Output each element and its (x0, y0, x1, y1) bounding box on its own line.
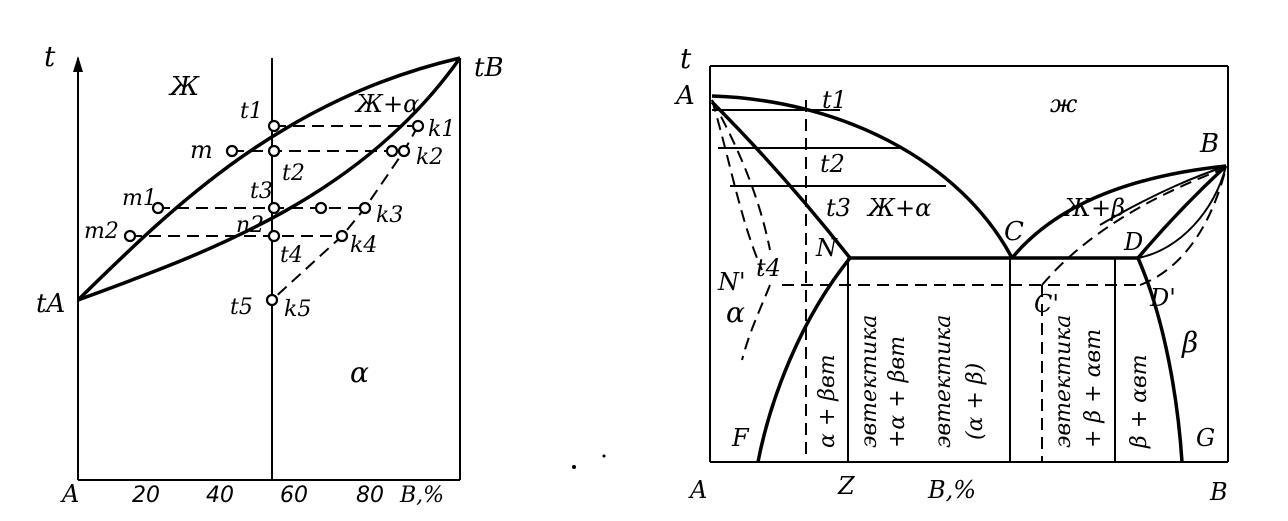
point-k2 (397, 144, 411, 158)
left-x-tick-A: A (60, 480, 79, 508)
point-m2 (123, 229, 137, 243)
point-k1 (411, 119, 425, 133)
right-dashed-nonequil-1 (711, 99, 771, 251)
right-x-tick-A: A (688, 476, 707, 504)
point-k3 (358, 201, 372, 215)
left-alpha-label: α (350, 356, 369, 389)
right-C-prime-label: C' (1034, 290, 1059, 318)
right-liquidus-AC (711, 94, 1014, 259)
right-beta-solidus-thin (1137, 165, 1227, 259)
right-dashed-beta-curve (1041, 167, 1227, 286)
left-liquid-label: Ж (168, 72, 200, 102)
right-liquid-label: ж (1050, 90, 1078, 118)
region-eutectic-mid-1: эвтектика (931, 315, 956, 448)
right-A-label: A (674, 81, 695, 111)
left-solidus (77, 56, 462, 302)
label-m: m (190, 136, 213, 164)
label-k1: k1 (428, 117, 455, 142)
point-t2 (267, 144, 281, 158)
point-m (225, 144, 239, 158)
right-beta-label: β (1181, 326, 1198, 359)
right-D-label: D (1123, 228, 1143, 256)
speck-1 (572, 465, 576, 469)
left-x-tick-80: 80 (356, 483, 384, 508)
left-x-tick-60: 60 (280, 483, 308, 508)
region-eutectic-alpha-1: эвтектика (857, 315, 882, 448)
speck-2 (602, 454, 606, 458)
label-m2: m2 (84, 219, 119, 244)
right-solvus-NF (756, 256, 852, 463)
right-phase-diagram: t A B C D D' C' N N' F G t1 t2 t3 t4 ж Ж… (674, 42, 1229, 506)
point-n2 (267, 229, 281, 243)
region-beta-alpha-secondary: β + αвт (1127, 354, 1152, 449)
right-dashed-D-prime (1139, 167, 1227, 286)
right-N-prime-label: N' (717, 268, 746, 296)
right-solidus-AN (710, 100, 852, 260)
right-t1-label: t1 (822, 86, 847, 114)
right-C-label: C (1004, 217, 1024, 247)
region-eutectic-alpha-2: +α + βвт (885, 336, 910, 448)
right-dashed-alpha-curve (741, 284, 771, 361)
region-eutectic-beta-1: эвтектика (1051, 315, 1076, 448)
point-t1 (267, 119, 281, 133)
right-t4-label: t4 (756, 254, 781, 282)
right-G-label: G (1196, 424, 1215, 452)
right-F-label: F (731, 424, 750, 452)
label-k4: k4 (350, 233, 377, 258)
label-t3: t3 (250, 179, 273, 204)
left-axis-t-label: t (44, 40, 56, 73)
label-k2: k2 (416, 145, 443, 170)
left-phase-diagram: t tA tB Ж Ж+α α t1 t2 t3 t4 t5 m m1 m2 n… (36, 40, 504, 508)
right-alpha-label: α (726, 296, 745, 329)
point-t3 (267, 201, 281, 215)
right-B-top-label: B (1199, 129, 1219, 159)
region-eutectic-beta-2: + β + αвт (1081, 329, 1106, 448)
left-x-tick-20: 20 (132, 483, 160, 508)
point-k4 (335, 229, 349, 243)
left-x-tick-B-percent: B,% (399, 483, 444, 508)
label-t4: t4 (280, 243, 303, 268)
right-x-tick-Z: Z (837, 472, 856, 500)
right-axis-t-label: t (680, 42, 692, 75)
right-x-tick-B: B (1209, 478, 1228, 506)
label-k3: k3 (376, 203, 403, 228)
left-liquid-alpha-label: Ж+α (354, 90, 419, 118)
right-N-label: N (815, 234, 838, 262)
right-beta-liquidus-thin (1099, 165, 1227, 226)
label-t1: t1 (240, 99, 263, 124)
point-t5 (265, 293, 279, 307)
label-k5: k5 (284, 297, 311, 322)
left-tA-label: tA (36, 289, 65, 319)
point-solidus-3 (314, 201, 328, 215)
right-t2-label: t2 (820, 150, 845, 178)
right-liquidus-BC (1010, 164, 1227, 260)
right-dashed-nonequil-2 (711, 99, 763, 271)
right-D-prime-label: D' (1149, 284, 1176, 312)
label-n2: n2 (236, 213, 264, 238)
label-t5: t5 (230, 295, 253, 320)
left-liquidus (76, 56, 461, 302)
region-alpha-beta-secondary: α + βвт (815, 354, 840, 448)
left-tB-label: tB (474, 53, 504, 83)
right-liquid-beta-label: Ж+β (1062, 194, 1125, 222)
right-liquid-alpha-label: Ж+α (866, 194, 931, 222)
left-t-axis-arrow (73, 56, 83, 72)
region-eutectic-mid-2: (α + β) (963, 363, 988, 440)
point-m1 (151, 201, 165, 215)
right-x-tick-B-percent: B,% (927, 476, 976, 504)
label-t2: t2 (282, 161, 305, 186)
point-solidus-2 (385, 144, 399, 158)
right-solidus-BD (1136, 164, 1228, 260)
label-m1: m1 (122, 186, 157, 211)
left-x-tick-40: 40 (206, 483, 234, 508)
right-t3-label: t3 (826, 194, 851, 222)
